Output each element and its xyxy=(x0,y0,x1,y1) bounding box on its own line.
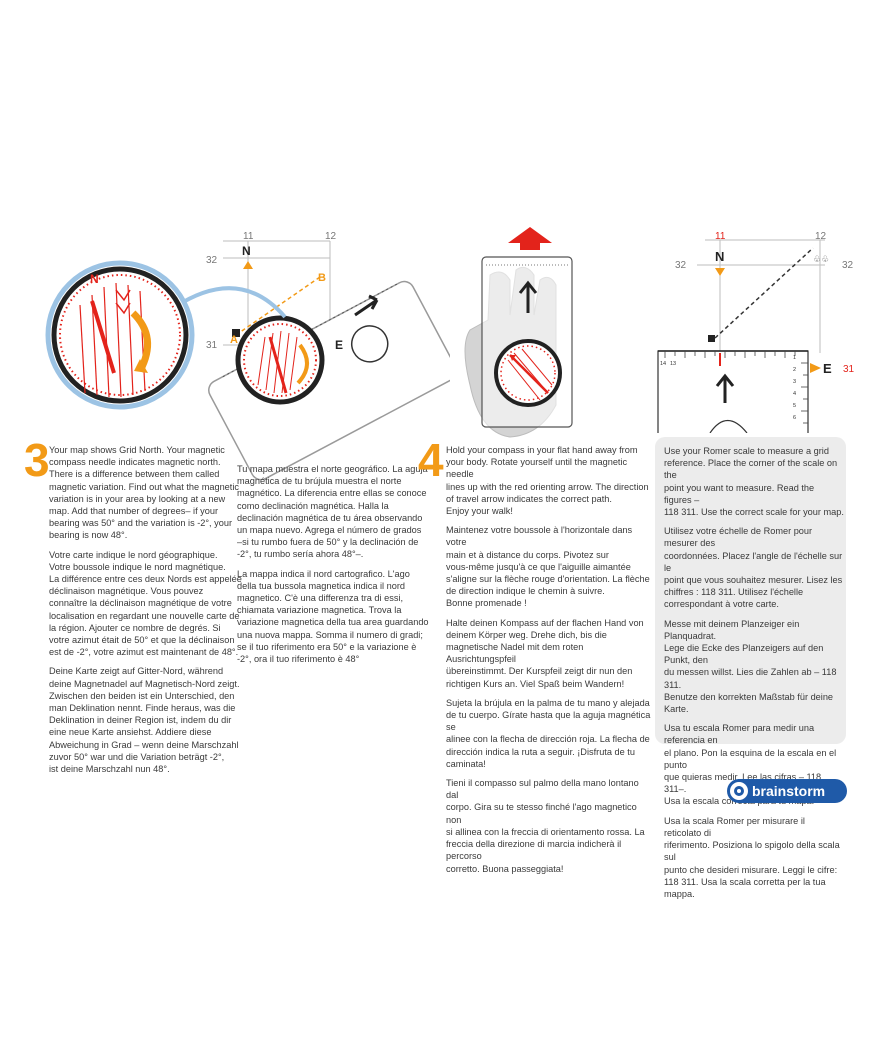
romer-info-box xyxy=(655,437,846,744)
romer-grid-label-11: 11 xyxy=(715,231,726,242)
scale-side-2: 2 xyxy=(793,367,796,373)
north-label: N xyxy=(242,244,251,258)
compass-north-label: N xyxy=(90,272,99,286)
scale-side-6: 6 xyxy=(793,415,796,421)
step-3-english: Your map shows Grid North. Your magnetic… xyxy=(49,445,239,541)
step-4-german: Halte deinen Kompass auf der flachen Han… xyxy=(446,617,644,689)
romer-scale-illustration: ♧♧ 11 12 32 32 31 N E 14 13 1 2 3 4 5 6 xyxy=(657,231,855,433)
step-4-french: Maintenez votre boussole à l'horizontale… xyxy=(446,525,650,609)
brainstorm-logo: brainstorm xyxy=(727,779,847,803)
grid-label-12: 12 xyxy=(325,231,337,242)
grid-north-illustration: 11 12 32 31 N E A B N xyxy=(45,231,450,480)
romer-north-label: N xyxy=(715,249,724,264)
scale-side-3: 3 xyxy=(793,379,796,385)
romer-grid-label-12: 12 xyxy=(815,231,827,242)
grid-label-31: 31 xyxy=(206,340,218,351)
logo-text: brainstorm xyxy=(752,783,826,799)
scale-side-1: 1 xyxy=(793,355,796,361)
point-a-label: A xyxy=(230,334,238,346)
step-4-italian: Tieni il compasso sul palmo della mano l… xyxy=(446,778,645,874)
step-4-english: Hold your compass in your flat hand away… xyxy=(446,445,649,517)
step-4-number: 4 xyxy=(418,434,444,486)
romer-italian: Usa la scala Romer per misurare il retic… xyxy=(664,815,840,899)
romer-grid-label-32-left: 32 xyxy=(675,260,687,271)
romer-french: Utilisez votre échelle de Romer pour mes… xyxy=(664,526,843,610)
step-3-text-column-2: Tu mapa muestra el norte geográfico. La … xyxy=(237,463,437,672)
logo-ring-icon xyxy=(730,782,748,800)
step-3-german: Deine Karte zeigt auf Gitter-Nord, währe… xyxy=(49,666,240,775)
step-3-italian: La mappa indica il nord cartografico. L'… xyxy=(237,568,429,665)
step-3-french: Votre carte indique le nord géographique… xyxy=(49,549,242,658)
east-label: E xyxy=(335,338,343,352)
step-3-number: 3 xyxy=(24,434,50,486)
grid-label-11: 11 xyxy=(243,231,254,242)
point-b-label: B xyxy=(318,272,326,284)
romer-text: Use your Romer scale to measure a grid r… xyxy=(664,445,844,907)
romer-english: Use your Romer scale to measure a grid r… xyxy=(664,446,844,518)
svg-text:♧♧: ♧♧ xyxy=(813,255,829,265)
scale-side-4: 4 xyxy=(793,391,796,397)
step-4-text: Hold your compass in your flat hand away… xyxy=(446,444,651,882)
scale-side-5: 5 xyxy=(793,403,796,409)
romer-spanish: Usa tu escala Romer para medir una refer… xyxy=(664,723,837,807)
romer-east-label: E xyxy=(823,361,832,376)
hand-compass-illustration xyxy=(464,227,573,438)
grid-label-32: 32 xyxy=(206,255,218,266)
step-4-spanish: Sujeta la brújula en la palma de tu mano… xyxy=(446,697,651,769)
romer-grid-label-32-right: 32 xyxy=(842,260,854,271)
scale-tick-14: 14 xyxy=(660,361,666,367)
romer-german: Messe mit deinem Planzeiger ein Planquad… xyxy=(664,618,837,715)
romer-grid-label-31: 31 xyxy=(843,364,855,375)
step-3-spanish: Tu mapa muestra el norte geográfico. La … xyxy=(237,464,428,560)
step-3-text-column-1: Your map shows Grid North. Your magnetic… xyxy=(49,444,249,782)
scale-tick-13: 13 xyxy=(670,361,676,367)
